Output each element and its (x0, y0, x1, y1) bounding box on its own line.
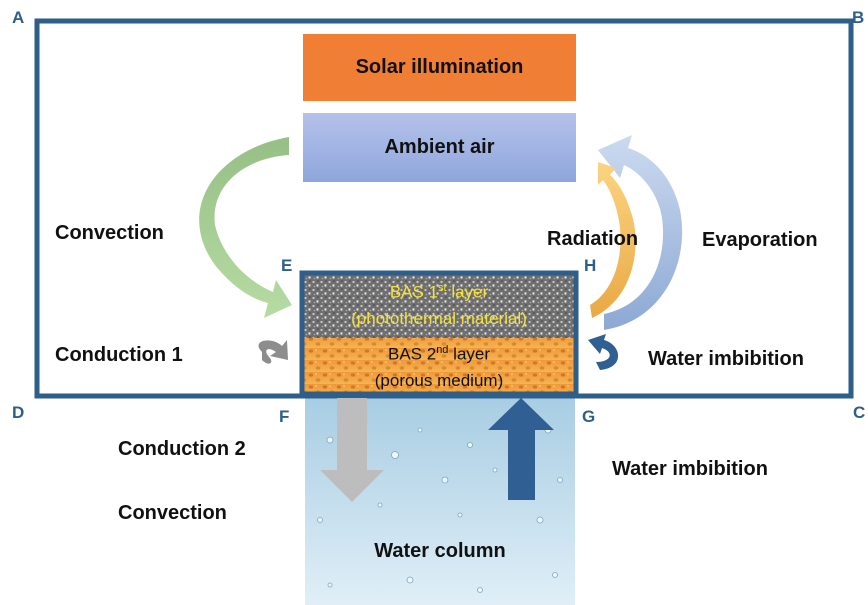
radiation-arrow-icon (590, 162, 636, 318)
evaporation-label: Evaporation (702, 229, 818, 251)
water-column-label: Water column (374, 540, 506, 562)
radiation-label: Radiation (547, 228, 639, 250)
conduction2-label: Conduction 2 (118, 438, 246, 460)
bas-layer2-subtitle: (porous medium) (374, 371, 504, 390)
corner-h-label: H (584, 256, 597, 275)
conduction1-arrow-icon (258, 340, 288, 364)
solar-illumination-box (303, 34, 576, 101)
bas-layer1-subtitle: (photothermal material) (351, 309, 527, 328)
solar-illumination-label: Solar illumination (355, 56, 524, 78)
bas-layer2-title: BAS 2nd layer (387, 344, 491, 364)
conduction2-down-arrow-icon (320, 398, 384, 502)
bas-frame (299, 270, 579, 397)
corner-f-label: F (279, 407, 290, 426)
ambient-air-box (303, 113, 576, 182)
convection-bottom-label: Convection (118, 502, 227, 524)
water-imbibition-bottom-label: Water imbibition (612, 458, 768, 480)
bas-layer1-box (302, 273, 576, 338)
bas-layer1-title: BAS 1st layer (389, 282, 489, 302)
corner-b-label: B (852, 8, 865, 27)
corner-c-label: C (853, 403, 866, 422)
water-imbibition-top-label: Water imbibition (648, 348, 804, 370)
corner-g-label: G (582, 407, 596, 426)
conduction1-label: Conduction 1 (55, 344, 183, 366)
corner-e-label: E (281, 256, 293, 275)
convection-top-label: Convection (55, 222, 164, 244)
evaporation-arrow-icon (598, 135, 683, 330)
water-imbibition-curl-icon (588, 334, 619, 370)
water-imbibition-up-arrow-icon (488, 398, 554, 500)
bas-layer2-box (302, 338, 576, 394)
corner-a-label: A (12, 8, 25, 27)
convection-arrow-icon (199, 137, 292, 318)
corner-d-label: D (12, 403, 25, 422)
ambient-air-label: Ambient air (384, 136, 495, 158)
